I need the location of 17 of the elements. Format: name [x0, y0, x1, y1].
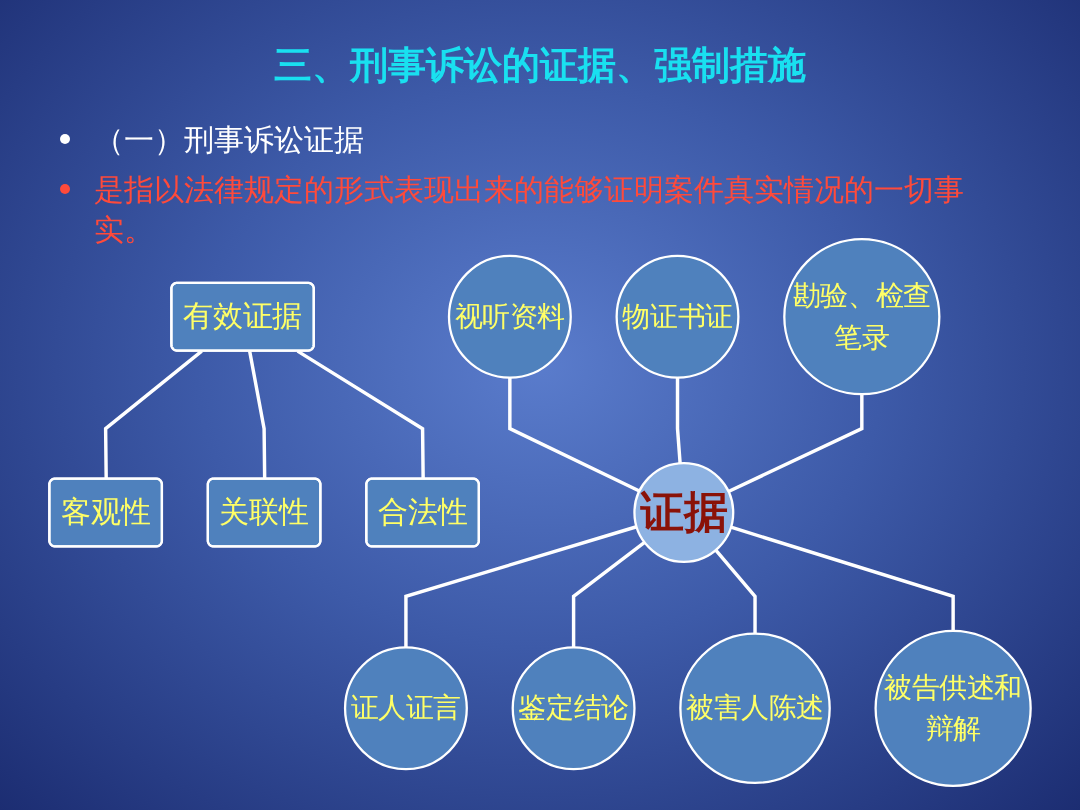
node-circle: 被害人陈述	[679, 632, 831, 785]
node-circle: 鉴定结论	[511, 646, 636, 771]
connector	[730, 525, 955, 631]
connector	[508, 377, 641, 493]
connector	[714, 549, 757, 634]
bullet-text: （一）刑事诉讼证据	[94, 121, 364, 159]
node-circle: 勘验、检查笔录	[783, 238, 941, 396]
node-circle: 被告供述和辩解	[874, 629, 1032, 787]
connector	[571, 541, 646, 648]
node-circle: 物证书证	[615, 254, 740, 379]
connector	[727, 394, 864, 493]
node-circle: 视听资料	[447, 254, 572, 379]
node-circle: 证人证言	[343, 646, 468, 771]
node-circle: 证据	[633, 461, 735, 564]
slide-title: 三、刑事诉讼的证据、强制措施	[274, 42, 806, 89]
connector	[404, 525, 638, 648]
connector	[675, 377, 682, 464]
